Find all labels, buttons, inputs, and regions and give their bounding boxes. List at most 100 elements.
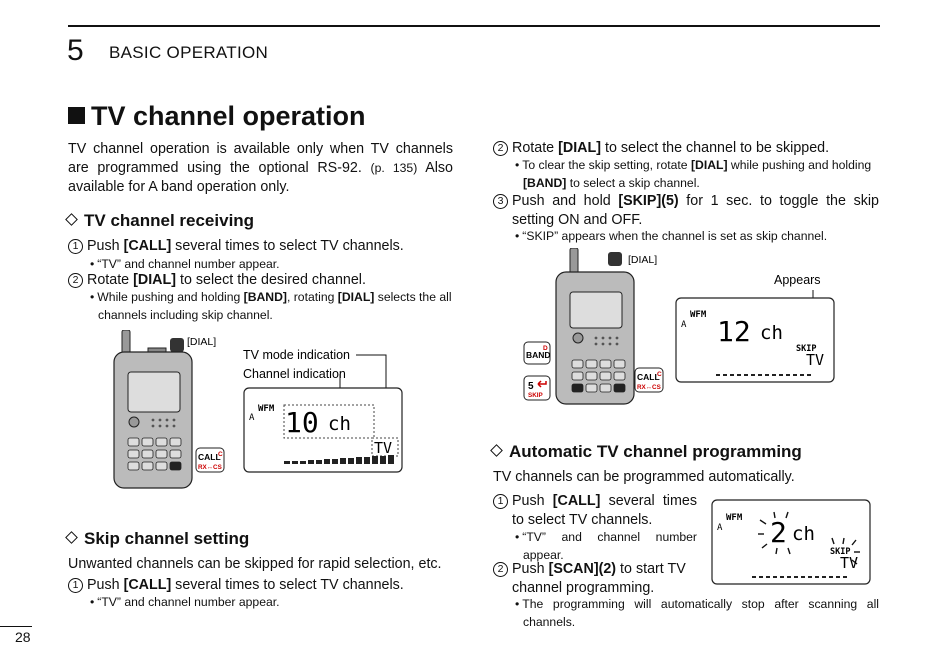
call-key: CALL C RX↔CS: [634, 367, 664, 393]
step-text: to start TV channel programming.: [512, 561, 686, 596]
auto-figure: WFM A 2 ch SKIP TV: [711, 499, 871, 585]
skip-heading: Skip channel setting: [64, 528, 249, 550]
skip-step-2-note: To clear the skip setting, rotate [DIAL]…: [513, 156, 879, 192]
call-key-sup: C: [218, 451, 223, 458]
receiving-figure: [DIAL] TV mode indication Channel indica…: [113, 330, 403, 489]
appears-label: Appears: [774, 273, 821, 287]
diamond-icon: [490, 444, 503, 457]
step-text: several times to select TV channels.: [171, 238, 404, 254]
auto-heading: Automatic TV channel programming: [489, 441, 802, 463]
note-text: To clear the skip setting, rotate: [522, 158, 691, 172]
diamond-icon: [65, 531, 78, 544]
step-text: Push: [512, 561, 549, 577]
blink-icon: [758, 511, 860, 565]
auto-intro: TV channels can be programmed automatica…: [493, 469, 795, 485]
lcd-ch-suffix: ch: [760, 322, 783, 344]
skip-5-key: 5 SKIP: [523, 375, 551, 401]
lcd-skip: SKIP: [796, 344, 816, 354]
lcd-band-a: A: [681, 320, 687, 330]
skip-intro: Unwanted channels can be skipped for rap…: [68, 556, 442, 572]
lcd-tv: TV: [374, 439, 392, 457]
band-key-label: BAND: [526, 350, 551, 360]
radio-illustration: [555, 248, 635, 405]
lcd-band-a: A: [717, 523, 723, 533]
intro-text-a: TV channel operation is available only w…: [68, 141, 453, 176]
circled-number: 3: [493, 194, 508, 209]
lcd-channel: 2: [770, 516, 787, 549]
step-text: Rotate: [512, 140, 559, 156]
chapter-number: 5: [67, 34, 84, 67]
step-text: Push: [512, 493, 553, 509]
call-key: CALL C RX↔CS: [195, 447, 225, 473]
call-key-sub: RX↔CS: [637, 384, 661, 391]
skip-figure: [DIAL] BAND D 5 SKIP CALL C RX↔CS Appear…: [523, 248, 835, 405]
circled-number: 1: [68, 578, 83, 593]
square-bullet-icon: [68, 107, 85, 124]
circled-number: 2: [68, 273, 83, 288]
header-rule: [68, 25, 880, 27]
lcd-ch-suffix: ch: [328, 413, 351, 435]
skip-step-3-note: “SKIP” appears when the channel is set a…: [513, 227, 879, 245]
step-text: Push and hold: [512, 193, 619, 209]
lcd-channel: 12: [717, 315, 751, 348]
page-rule: [0, 626, 32, 627]
step-text: for 1 sec. to toggle the skip setting ON…: [512, 193, 879, 228]
lcd-tv: TV: [806, 351, 824, 369]
intro-text-b: Also available for A band operation only…: [68, 160, 453, 195]
key-dial: [DIAL]: [133, 272, 176, 288]
dial-label: [DIAL]: [628, 254, 657, 266]
page-number: 28: [15, 629, 31, 645]
call-key-sub: RX↔CS: [198, 464, 222, 471]
step-text: several times to select TV channels.: [512, 493, 697, 528]
five-key-label: 5: [528, 381, 534, 392]
receiving-step-1-note: “TV” and channel number appear.: [88, 255, 458, 273]
step-text: to select the desired channel.: [176, 272, 366, 288]
lcd-channel: 10: [285, 406, 319, 439]
auto-step-2-note: The programming will automatically stop …: [513, 595, 879, 631]
lcd-display: WFM A 10 ch TV: [243, 387, 403, 473]
call-key-sup: C: [657, 371, 662, 378]
tv-mode-label: TV mode indication: [243, 348, 350, 362]
five-key-sub: SKIP: [528, 392, 543, 399]
lcd-band-a: A: [249, 413, 255, 423]
call-key-label: CALL: [198, 452, 221, 462]
note-text: While pushing and holding: [97, 290, 244, 304]
receiving-heading: TV channel receiving: [64, 210, 254, 232]
dial-label: [DIAL]: [187, 336, 216, 348]
key-call: [CALL]: [552, 493, 601, 509]
receiving-step-2-note: While pushing and holding [BAND], rotati…: [88, 288, 456, 324]
key-band: [BAND]: [523, 176, 567, 190]
lcd-display: WFM A 12 ch SKIP TV: [675, 297, 835, 383]
section-intro: TV channel operation is available only w…: [68, 140, 453, 197]
skip-step-1-note: “TV” and channel number appear.: [88, 593, 458, 611]
band-key-sup: D: [543, 345, 548, 352]
intro-page-ref: (p. 135): [370, 161, 418, 175]
diamond-icon: [65, 213, 78, 226]
auto-title: Automatic TV channel programming: [509, 442, 802, 461]
call-key-label: CALL: [637, 372, 660, 382]
circled-number: 1: [68, 239, 83, 254]
key-band: [BAND]: [243, 290, 287, 304]
lcd-skip: SKIP: [830, 547, 850, 557]
lcd-wfm: WFM: [690, 310, 707, 320]
channel-indication-label: Channel indication: [243, 367, 346, 381]
note-text: while pushing and holding: [727, 158, 872, 172]
lcd-wfm: WFM: [258, 404, 275, 414]
section-title: TV channel operation: [68, 100, 366, 132]
key-dial: [DIAL]: [337, 290, 375, 304]
note-text: to select a skip channel.: [566, 176, 700, 190]
circled-number: 2: [493, 562, 508, 577]
receiving-title: TV channel receiving: [84, 211, 255, 230]
radio-illustration: [113, 330, 193, 489]
key-dial: [DIAL]: [558, 140, 601, 156]
key-call: [CALL]: [123, 238, 172, 254]
lcd-wfm: WFM: [726, 513, 743, 523]
skip-title: Skip channel setting: [84, 529, 250, 548]
